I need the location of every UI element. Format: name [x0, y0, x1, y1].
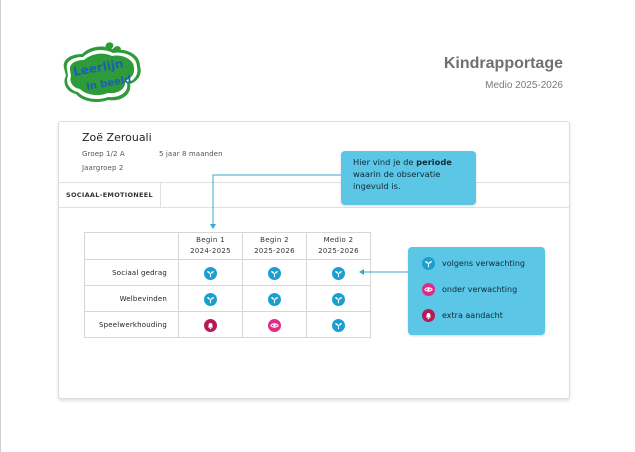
observation-cell [306, 285, 371, 312]
table-row: Speelwerkhouding [84, 311, 371, 338]
sprout-icon [422, 257, 435, 270]
period-connector-arrowhead [210, 224, 216, 229]
page-title: Kindrapportage [443, 55, 563, 72]
child-age: 5 jaar 8 maanden [159, 150, 223, 158]
sprout-icon [268, 267, 281, 280]
row-label: Sociaal gedrag [84, 259, 179, 286]
legend-label: extra aandacht [442, 311, 503, 320]
period-connector-line [212, 174, 341, 226]
eye-icon [268, 319, 281, 332]
row-label: Speelwerkhouding [84, 311, 179, 338]
child-group: Groep 1/2 A [82, 150, 125, 158]
eye-icon [422, 283, 435, 296]
period-callout: Hier vind je de periode waarin de observ… [341, 151, 476, 205]
legend-item-extra: extra aandacht [422, 309, 503, 322]
observation-cell [178, 285, 243, 312]
observation-cell [306, 311, 371, 338]
legend-label: onder verwachting [442, 285, 518, 294]
legend-item-volgens: volgens verwachting [422, 257, 525, 270]
sprout-icon [332, 293, 345, 306]
domain-tabbar: SOCIAAL-EMOTIONEEL [59, 182, 569, 208]
child-name: Zoë Zerouali [82, 131, 152, 144]
legend-callout: volgens verwachting onder verwachting ex… [408, 247, 545, 335]
sprout-icon [332, 267, 345, 280]
page-subtitle: Medio 2025-2026 [485, 80, 563, 91]
page-left-border [0, 0, 1, 452]
sprout-icon [332, 319, 345, 332]
legend-item-onder: onder verwachting [422, 283, 517, 296]
tab-sociaal-emotioneel[interactable]: SOCIAAL-EMOTIONEEL [59, 183, 161, 207]
legend-connector-arrowhead [359, 269, 364, 275]
sprout-icon [268, 293, 281, 306]
table-row: Welbevinden [84, 285, 371, 312]
period-callout-text: Hier vind je de periode waarin de observ… [353, 157, 452, 191]
legend-label: volgens verwachting [442, 259, 525, 268]
leerlijn-in-beeld-logo: Leerlijn in beeld [63, 42, 141, 102]
observation-cell [178, 311, 243, 338]
sprout-icon [204, 267, 217, 280]
child-year-group: Jaargroep 2 [82, 164, 124, 172]
bell-icon [204, 319, 217, 332]
bell-icon [422, 309, 435, 322]
sprout-icon [204, 293, 217, 306]
row-label: Welbevinden [84, 285, 179, 312]
